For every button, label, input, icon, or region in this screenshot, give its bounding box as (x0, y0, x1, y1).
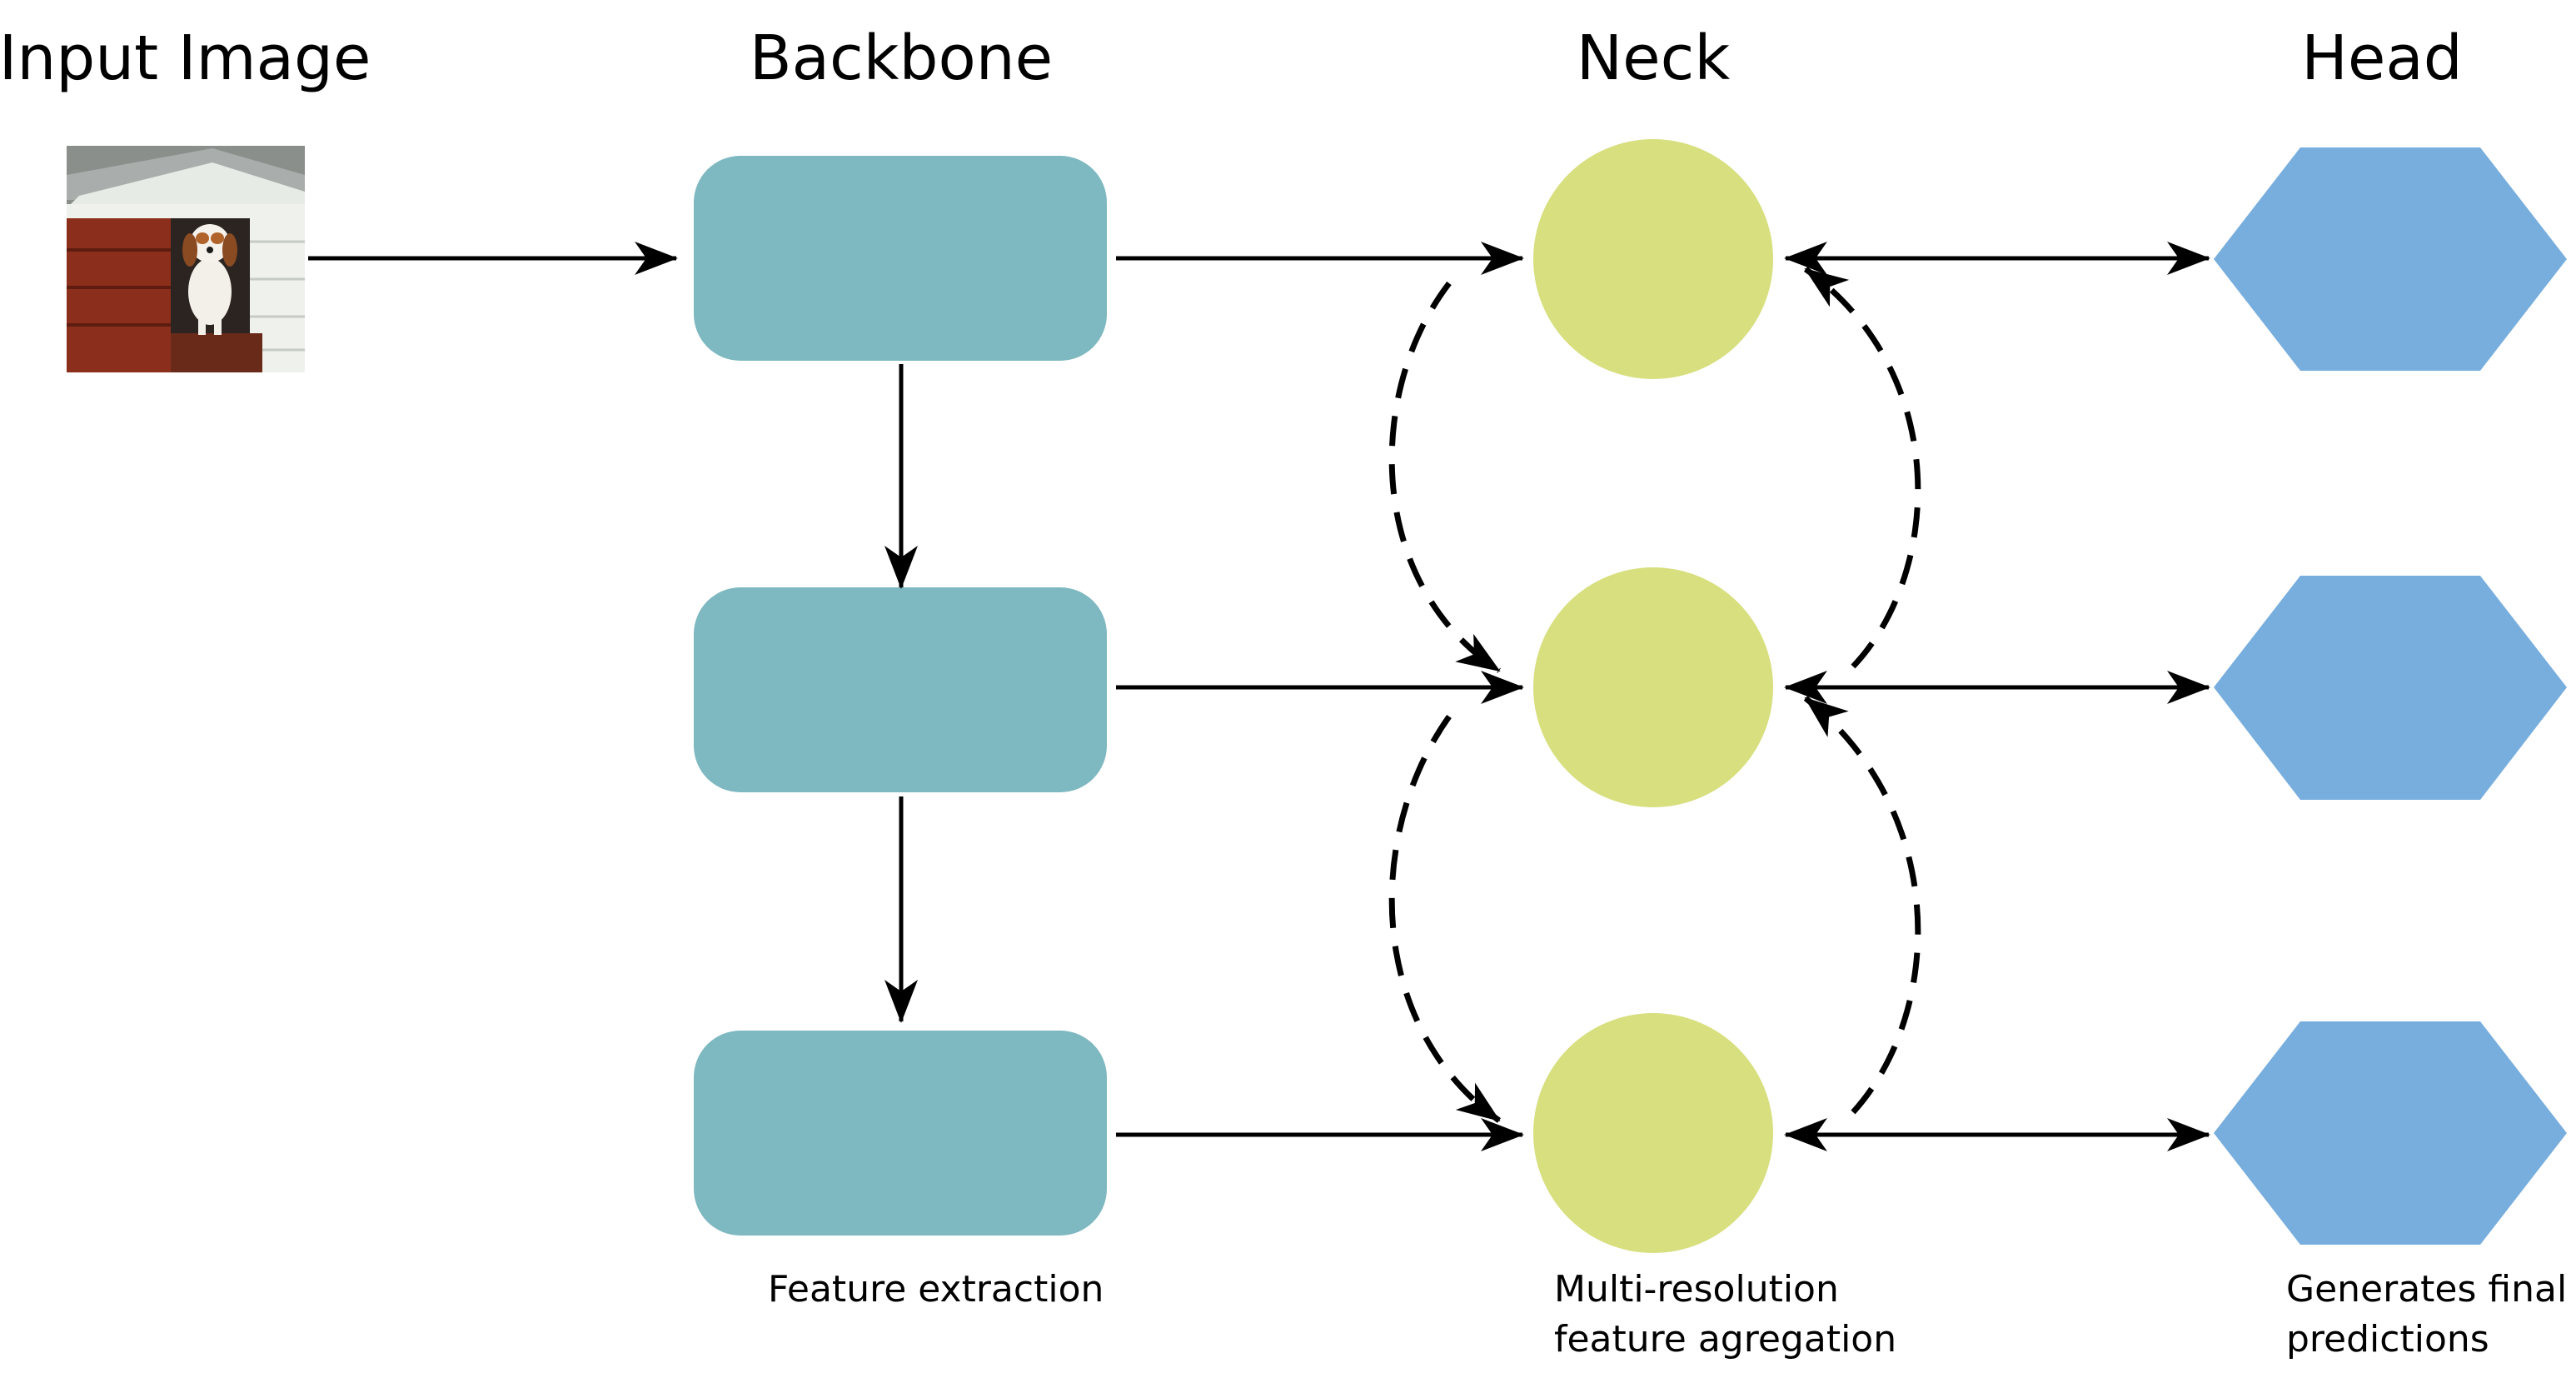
head-caption-line-1: Generates final (2286, 1268, 2567, 1311)
neck-caption-line-1: Multi-resolution (1554, 1268, 1839, 1311)
dashed-arrow-right-2-to-1 (1803, 267, 1921, 669)
neck-title: Neck (1577, 22, 1731, 94)
head-node-1 (2214, 147, 2567, 371)
neck-node-3 (1533, 1013, 1773, 1253)
neck-node-1 (1533, 139, 1773, 379)
head-node-2 (2214, 576, 2567, 800)
backbone-stage-3 (694, 1031, 1107, 1236)
neck-caption-line-2: feature agregation (1554, 1318, 1896, 1361)
input-image-title: Input Image (0, 22, 371, 94)
head-caption-line-2: predictions (2286, 1318, 2489, 1361)
dashed-arrow-left-2-to-3 (1388, 714, 1502, 1123)
head-node-3 (2214, 1021, 2567, 1245)
backbone-stage-2 (694, 587, 1107, 792)
dashed-arrow-left-1-to-2 (1388, 281, 1501, 673)
backbone-caption: Feature extraction (768, 1268, 1104, 1311)
dashed-arrow-right-3-to-2 (1803, 696, 1921, 1115)
head-title: Head (2301, 22, 2463, 94)
backbone-title: Backbone (750, 22, 1053, 94)
neck-node-2 (1533, 567, 1773, 807)
backbone-stage-1 (694, 156, 1107, 361)
input-image-photo (67, 146, 305, 372)
